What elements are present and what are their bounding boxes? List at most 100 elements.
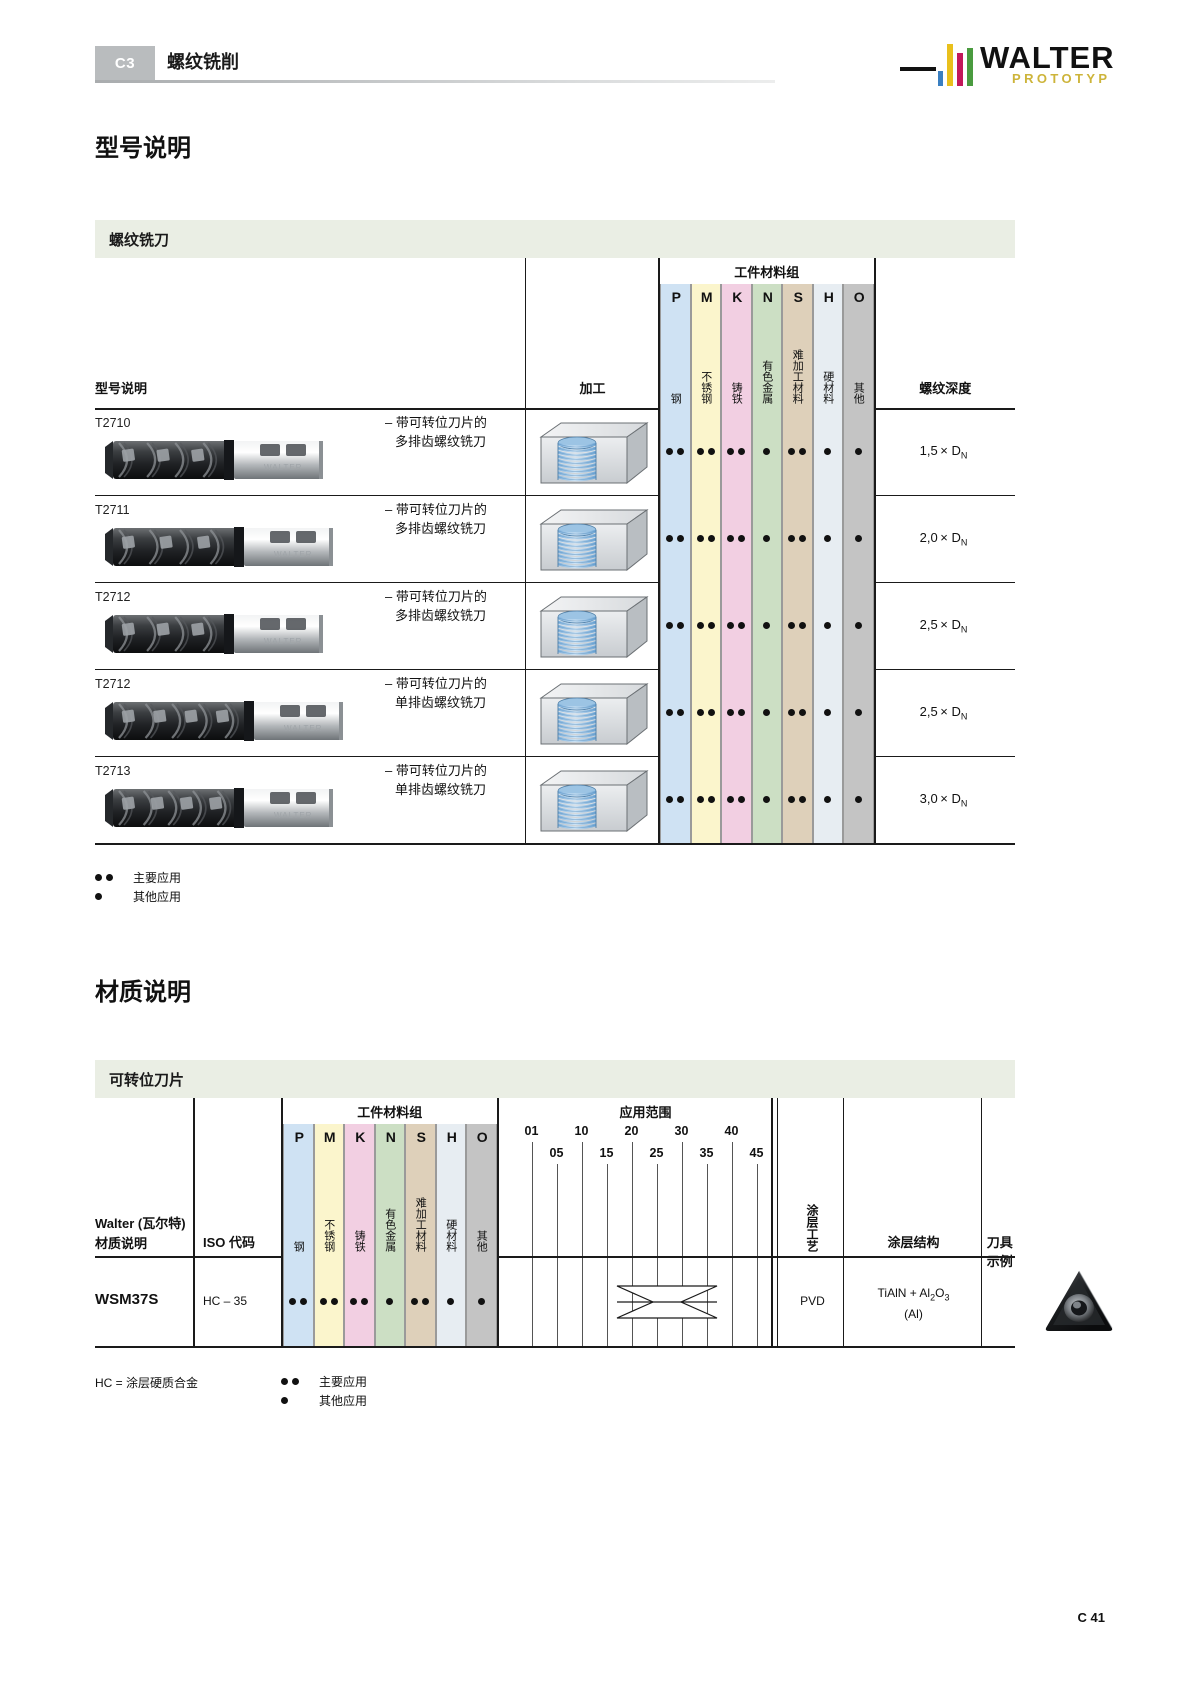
cell-M (690, 582, 721, 669)
legend-row: 主要应用 (95, 868, 181, 887)
cell-K (721, 582, 752, 669)
cell-P (283, 1256, 314, 1346)
material-group-code-K: K (355, 1129, 366, 1145)
iso-code-value: HC – 35 (203, 1294, 248, 1308)
material-group-code-P: P (294, 1129, 304, 1145)
application-range-marker (521, 1284, 771, 1320)
table-vline-3 (770, 1098, 773, 1346)
insert-image (1043, 1268, 1115, 1339)
row-rule (95, 582, 1015, 583)
band-thread-milling-cutters: 螺纹铣刀 (95, 220, 1015, 258)
coating-process-value: PVD (800, 1294, 825, 1308)
material-group-label-M: 不锈钢 (699, 371, 712, 404)
col-header-iso-code: ISO 代码 (203, 1235, 256, 1250)
material-group-title: 工件材料组 (357, 1105, 423, 1120)
rating-dots-P (283, 1256, 314, 1346)
group-block-right-border (873, 258, 876, 843)
row-thread-depth: 1,5 × DN (919, 442, 968, 461)
table-vline-b-2 (980, 1098, 982, 1346)
cell-K (721, 408, 752, 495)
legend-dots (95, 874, 133, 881)
cell-H (812, 756, 843, 843)
scale-tick-30 (681, 1142, 683, 1346)
rating-dots-S (782, 669, 813, 756)
legend-row: 其他应用 (281, 1391, 367, 1410)
rating-dots-H (813, 408, 844, 495)
page-number: C 41 (1077, 1610, 1105, 1625)
rating-dots-P (660, 669, 691, 756)
cell-M (690, 408, 721, 495)
application-range-title: 应用范围 (619, 1105, 672, 1120)
cell-K (721, 756, 752, 843)
table-vline-1 (281, 1098, 283, 1346)
material-group-col-M: M 不锈钢 (313, 1124, 344, 1256)
rating-dots-P (660, 495, 691, 582)
scale-label-top-10: 10 (574, 1124, 589, 1138)
scale-tick-35 (706, 1164, 708, 1346)
scale-label-top-30: 30 (674, 1124, 689, 1138)
row-description: – 带可转位刀片的多排齿螺纹铣刀 (385, 502, 487, 536)
tool-image-T2713: WALTER (103, 780, 337, 836)
svg-text:WALTER: WALTER (274, 550, 312, 559)
material-group-label-O: 其他 (475, 1230, 488, 1252)
col-header-coating-process-label: 涂层工艺 (805, 1204, 819, 1252)
rating-dots-H (813, 669, 844, 756)
row-thread-depth: 3,0 × DN (919, 790, 968, 809)
machining-illustration (535, 765, 653, 842)
table-vline-2 (496, 1098, 499, 1346)
cell-S (782, 582, 813, 669)
scale-label-bottom-45: 45 (749, 1146, 764, 1160)
cell-P (660, 495, 691, 582)
material-group-label-M: 不锈钢 (322, 1219, 335, 1252)
row-model-label: T2713 (95, 764, 131, 778)
cell-M (690, 669, 721, 756)
chapter-title: 螺纹铣削 (167, 52, 239, 72)
material-table-legend: HC = 涂层硬质合金主要应用其他应用 (95, 1372, 595, 1416)
cell-M (313, 1256, 344, 1346)
tool-image-T2712: WALTER (103, 693, 347, 749)
logo-dash-icon (900, 67, 936, 71)
cell-P (660, 582, 691, 669)
rating-dots-N (752, 756, 783, 843)
cell-K (721, 495, 752, 582)
row-rule (95, 1346, 1015, 1348)
rating-dots-K (721, 756, 752, 843)
material-group-code-N: N (385, 1129, 396, 1145)
rating-dots-K (721, 495, 752, 582)
rating-dots-O (843, 495, 874, 582)
col-header-walter-grade: Walter (瓦尔特)材质说明 (95, 1216, 186, 1251)
legend-label: 主要应用 (319, 1375, 368, 1389)
rating-dots-P (660, 408, 691, 495)
row-rule (95, 756, 1015, 757)
cell-S (782, 408, 813, 495)
rating-dots-K (344, 1256, 375, 1346)
rating-dots-S (782, 582, 813, 669)
material-group-code-M: M (323, 1129, 336, 1145)
row-description: – 带可转位刀片的多排齿螺纹铣刀 (385, 415, 487, 449)
row-rule (95, 495, 1015, 496)
scale-label-top-40: 40 (724, 1124, 739, 1138)
scale-tick-01 (531, 1142, 533, 1346)
legend-dots (95, 893, 133, 900)
rating-dots-H (813, 756, 844, 843)
grade-name: WSM37S (95, 1291, 159, 1308)
rating-dots-M (691, 582, 722, 669)
logo-wordmark: WALTER (980, 40, 1115, 75)
cell-P (660, 669, 691, 756)
machining-illustration (535, 591, 653, 668)
material-group-label-H: 硬材料 (821, 371, 834, 404)
band-indexable-inserts: 可转位刀片 (95, 1060, 1015, 1098)
material-group-code-H: H (823, 289, 834, 305)
material-group-label-O: 其他 (852, 382, 865, 404)
rating-dots-K (721, 669, 752, 756)
scale-tick-25 (656, 1164, 658, 1346)
scale-label-bottom-05: 05 (549, 1146, 564, 1160)
legend-row: 其他应用 (95, 887, 181, 906)
row-model-label: T2712 (95, 590, 131, 604)
